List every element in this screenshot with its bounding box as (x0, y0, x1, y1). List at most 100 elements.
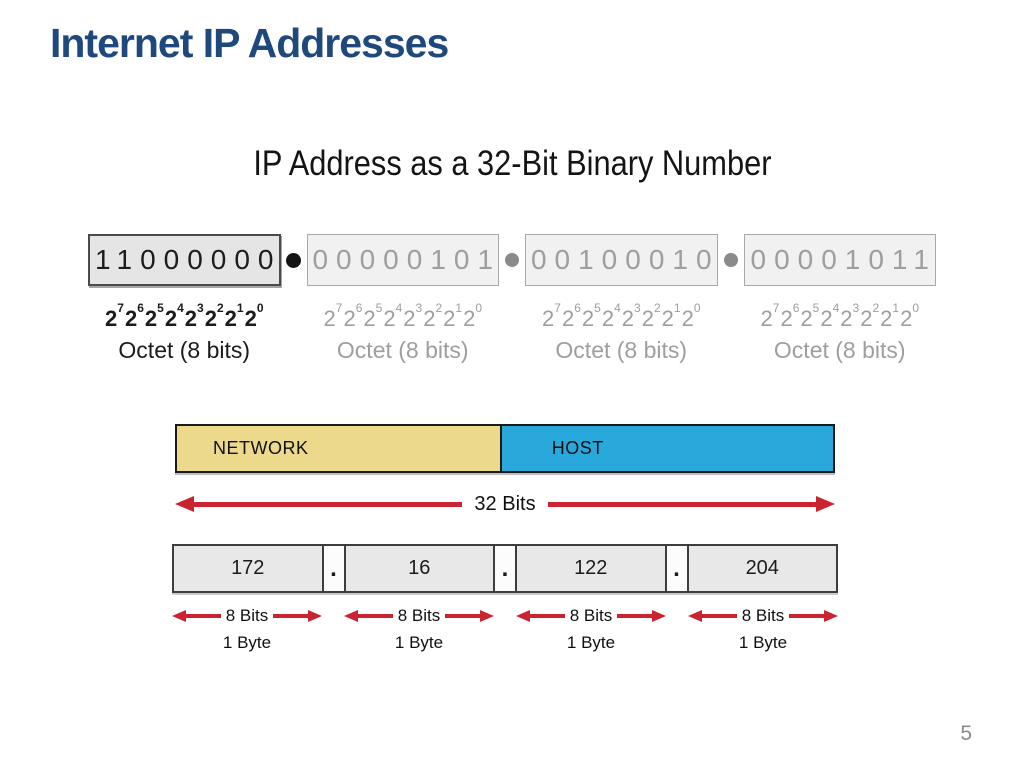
byte-group-spacer (666, 606, 688, 653)
arrow-line (273, 614, 308, 618)
byte-group-spacer (494, 606, 516, 653)
one-byte-label: 1 Byte (394, 633, 444, 652)
eight-bits-label: 8 Bits (397, 606, 441, 625)
arrow-line (186, 614, 221, 618)
power-of-two: 27 (760, 301, 780, 331)
arrowhead-left-icon (344, 610, 358, 622)
power-of-two: 23 (621, 301, 641, 331)
power-of-two: 25 (363, 301, 383, 331)
byte-group-2: 8 Bits 1 Byte (344, 606, 494, 653)
octet-3-bits: 00100010 (530, 244, 720, 275)
arrow-line (530, 614, 565, 618)
octet-4-binary-box: 00001011 (743, 234, 937, 286)
power-of-two: 27 (542, 301, 561, 331)
page-title: Internet IP Addresses (50, 20, 449, 66)
arrowhead-right-icon (824, 610, 838, 622)
decimal-address-table: 172 . 16 . 122 . 204 (172, 544, 838, 593)
arrowhead-right-icon (308, 610, 322, 622)
power-of-two: 22 (860, 301, 880, 331)
octet-2-bits: 00000101 (312, 244, 502, 275)
power-of-two: 20 (900, 301, 919, 331)
arrowhead-left-icon (175, 496, 194, 512)
byte-annotation-row: 8 Bits 1 Byte 8 Bits 1 Byte 8 Bits (172, 606, 838, 653)
arrowhead-right-icon (816, 496, 835, 512)
power-of-two: 26 (780, 301, 800, 331)
dot-icon (286, 253, 301, 268)
arrow-line (358, 614, 393, 618)
arrow-line (445, 614, 480, 618)
octet-4-label: Octet (8 bits) (773, 337, 906, 363)
arrow-line (702, 614, 737, 618)
network-host-bar: NETWORK HOST (175, 424, 835, 473)
octet-3-binary-box: 00100010 (525, 234, 718, 286)
eight-bits-label: 8 Bits (569, 606, 613, 625)
power-of-two: 25 (144, 301, 164, 331)
arrowhead-left-icon (172, 610, 186, 622)
one-byte-label: 1 Byte (738, 633, 788, 652)
eight-bits-arrow: 8 Bits (516, 606, 666, 626)
decimal-cell-1: 172 (172, 544, 324, 593)
octet-separator-dot-2 (499, 234, 525, 267)
host-segment: HOST (501, 426, 833, 471)
power-of-two: 20 (244, 301, 264, 331)
byte-group-4: 8 Bits 1 Byte (688, 606, 838, 653)
decimal-cell-2: 16 (343, 544, 495, 593)
decimal-dot-cell: . (664, 544, 689, 593)
one-byte-label: 1 Byte (222, 633, 272, 652)
power-of-two: 21 (224, 301, 244, 331)
byte-group-1: 8 Bits 1 Byte (172, 606, 322, 653)
arrow-line (194, 501, 463, 507)
byte-group-3: 8 Bits 1 Byte (516, 606, 666, 653)
power-of-two: 22 (423, 301, 443, 331)
page-number: 5 (960, 722, 972, 745)
one-byte-label: 1 Byte (566, 633, 616, 652)
power-of-two: 22 (204, 301, 224, 331)
power-of-two: 24 (820, 301, 840, 331)
eight-bits-label: 8 Bits (225, 606, 269, 625)
arrow-line (617, 614, 652, 618)
decimal-dot-cell: . (321, 544, 346, 593)
arrowhead-left-icon (688, 610, 702, 622)
power-of-two: 21 (661, 301, 681, 331)
octet-4-bits: 00001011 (750, 244, 937, 275)
decimal-cell-4: 204 (686, 544, 838, 593)
octet-separator-dot-3 (718, 234, 744, 267)
power-of-two: 23 (840, 301, 860, 331)
power-of-two: 26 (561, 301, 581, 331)
power-of-two: 25 (800, 301, 820, 331)
eight-bits-arrow: 8 Bits (688, 606, 838, 626)
diagram-subtitle: IP Address as a 32-Bit Binary Number (252, 144, 772, 183)
byte-group-spacer (322, 606, 344, 653)
arrowhead-right-icon (480, 610, 494, 622)
octet-3-label: Octet (8 bits) (555, 337, 688, 363)
decimal-cell-3: 122 (515, 544, 667, 593)
power-of-two: 25 (581, 301, 601, 331)
eight-bits-label: 8 Bits (741, 606, 785, 625)
power-of-two: 22 (641, 301, 661, 331)
octet-separator-dot-1 (281, 234, 307, 268)
power-of-two: 21 (880, 301, 900, 331)
eight-bits-arrow: 8 Bits (344, 606, 494, 626)
power-of-two: 24 (601, 301, 621, 331)
dot-icon (723, 253, 738, 267)
octet-2-binary-box: 00000101 (306, 234, 502, 286)
network-segment: NETWORK (177, 426, 502, 471)
thirty-two-bits-label: 32 Bits (474, 492, 536, 515)
power-of-two: 24 (164, 301, 184, 331)
octet-1-bits: 11000000 (95, 244, 282, 275)
eight-bits-arrow: 8 Bits (172, 606, 322, 626)
subtitle-wrap: IP Address as a 32-Bit Binary Number (0, 144, 1024, 184)
power-of-two: 20 (463, 301, 482, 331)
octet-2-label: Octet (8 bits) (336, 337, 469, 363)
power-of-two: 23 (403, 301, 423, 331)
thirty-two-bits-arrow: 32 Bits (175, 488, 835, 520)
